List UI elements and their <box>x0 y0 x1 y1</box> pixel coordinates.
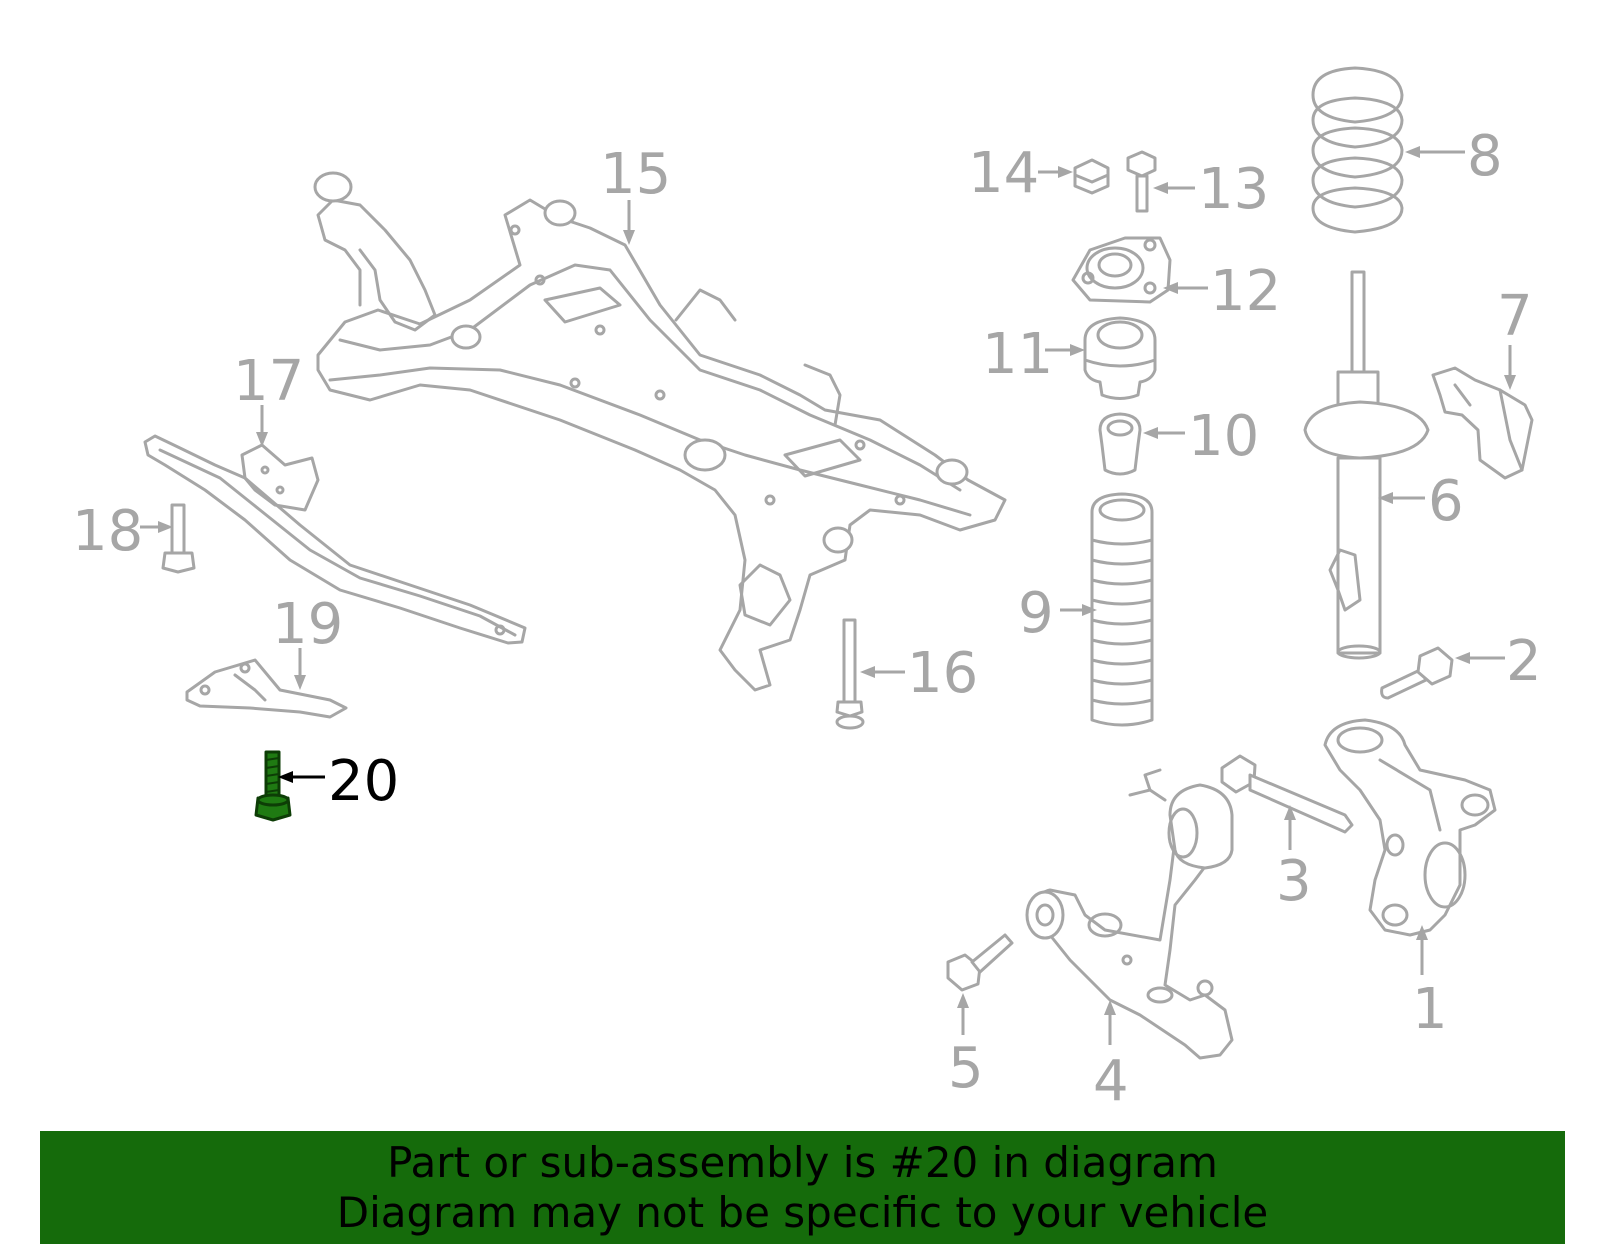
callout-2: 2 <box>1506 629 1542 694</box>
banner-line-2: Diagram may not be specific to your vehi… <box>336 1187 1269 1237</box>
part-8-spring[interactable] <box>1311 66 1404 234</box>
part-16-bolt[interactable] <box>835 618 865 730</box>
part-14-nut[interactable] <box>1073 158 1110 195</box>
callout-13: 13 <box>1198 157 1269 222</box>
part-18-bolt[interactable] <box>161 503 196 574</box>
leader-arrows <box>140 146 1516 1045</box>
callout-11: 11 <box>982 322 1053 387</box>
callout-18: 18 <box>72 499 143 564</box>
part-12-mount[interactable] <box>1071 236 1172 304</box>
callout-12: 12 <box>1210 259 1281 324</box>
callout-labels: 1 2 3 4 5 6 7 8 9 10 11 12 13 14 15 16 1… <box>72 124 1542 1114</box>
callout-5: 5 <box>948 1036 984 1101</box>
callout-10: 10 <box>1188 404 1259 469</box>
part-5-bolt[interactable] <box>946 933 1014 992</box>
callout-7: 7 <box>1497 284 1533 349</box>
callout-16: 16 <box>907 641 978 706</box>
part-2-bolt[interactable] <box>1380 646 1454 700</box>
callout-17: 17 <box>233 349 304 414</box>
part-4-control-arm[interactable] <box>1025 768 1234 1060</box>
part-7-bracket[interactable] <box>1431 366 1534 480</box>
part-11-bearing[interactable] <box>1083 316 1157 400</box>
part-13-bolt[interactable] <box>1126 150 1157 213</box>
part-20-bolt[interactable] <box>254 750 292 822</box>
info-banner: Part or sub-assembly is #20 in diagram D… <box>40 1131 1565 1244</box>
callout-1: 1 <box>1412 977 1448 1042</box>
callout-6: 6 <box>1428 469 1464 534</box>
part-9-boot[interactable] <box>1090 492 1154 727</box>
callout-15: 15 <box>600 142 671 207</box>
part-3-bolt[interactable] <box>1220 754 1354 834</box>
callout-3: 3 <box>1276 849 1312 914</box>
callout-4: 4 <box>1093 1049 1129 1114</box>
part-1-knuckle[interactable] <box>1323 718 1497 937</box>
callout-9: 9 <box>1018 581 1054 646</box>
callout-8: 8 <box>1467 124 1503 189</box>
part-15-subframe[interactable] <box>313 171 1007 692</box>
banner-line-1: Part or sub-assembly is #20 in diagram <box>387 1137 1218 1187</box>
part-17-brace[interactable] <box>143 434 527 645</box>
part-19-bracket[interactable] <box>185 658 348 719</box>
part-6-strut[interactable] <box>1303 270 1430 660</box>
part-10-bumpstop[interactable] <box>1098 412 1142 476</box>
callout-20: 20 <box>328 749 399 814</box>
callout-19: 19 <box>272 592 343 657</box>
callout-14: 14 <box>968 141 1039 206</box>
